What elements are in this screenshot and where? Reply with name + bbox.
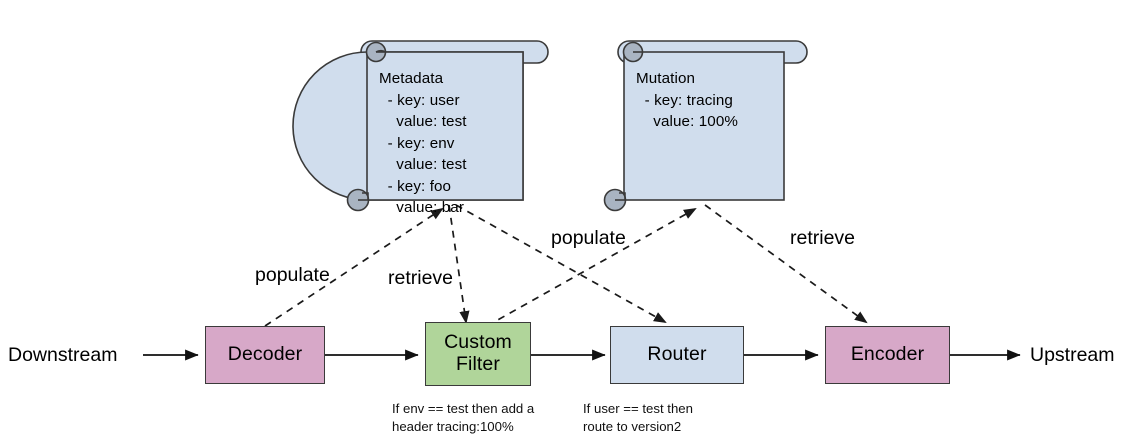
node-encoder[interactable]: Encoder — [825, 326, 950, 384]
scroll-mutation-body: Mutation - key: tracing value: 100% — [636, 70, 738, 131]
edge-label-populate-left: populate — [255, 264, 330, 286]
relation-arrows — [264, 204, 868, 327]
node-decoder[interactable]: Decoder — [205, 326, 325, 384]
note-router: If user == test then route to version2 — [583, 401, 693, 434]
node-custom-filter[interactable]: Custom Filter — [425, 322, 531, 386]
edge-label-retrieve-right: retrieve — [790, 227, 856, 249]
node-router[interactable]: Router — [610, 326, 744, 384]
edge-decoder-populate-metadata — [264, 207, 444, 327]
scroll-metadata-body: Metadata - key: user value: test - key: … — [379, 70, 467, 217]
node-router-label: Router — [647, 343, 707, 366]
edge-mutation-retrieve-encoder — [704, 204, 868, 324]
edge-metadata-to-router — [455, 204, 667, 323]
downstream-label: Downstream — [8, 344, 118, 366]
scroll-mutation-shape — [603, 40, 808, 212]
node-custom-filter-label: Custom Filter — [444, 331, 512, 375]
node-encoder-label: Encoder — [850, 343, 925, 366]
scroll-metadata-shape — [292, 40, 549, 212]
upstream-label: Upstream — [1030, 344, 1115, 366]
edge-filter-populate-mutation — [486, 207, 697, 327]
edge-label-populate-right: populate — [551, 227, 626, 249]
edge-metadata-retrieve-filter — [448, 204, 470, 325]
note-custom-filter: If env == test then add a header tracing… — [392, 401, 535, 434]
edge-label-retrieve-left: retrieve — [388, 267, 454, 289]
node-decoder-label: Decoder — [227, 343, 303, 366]
